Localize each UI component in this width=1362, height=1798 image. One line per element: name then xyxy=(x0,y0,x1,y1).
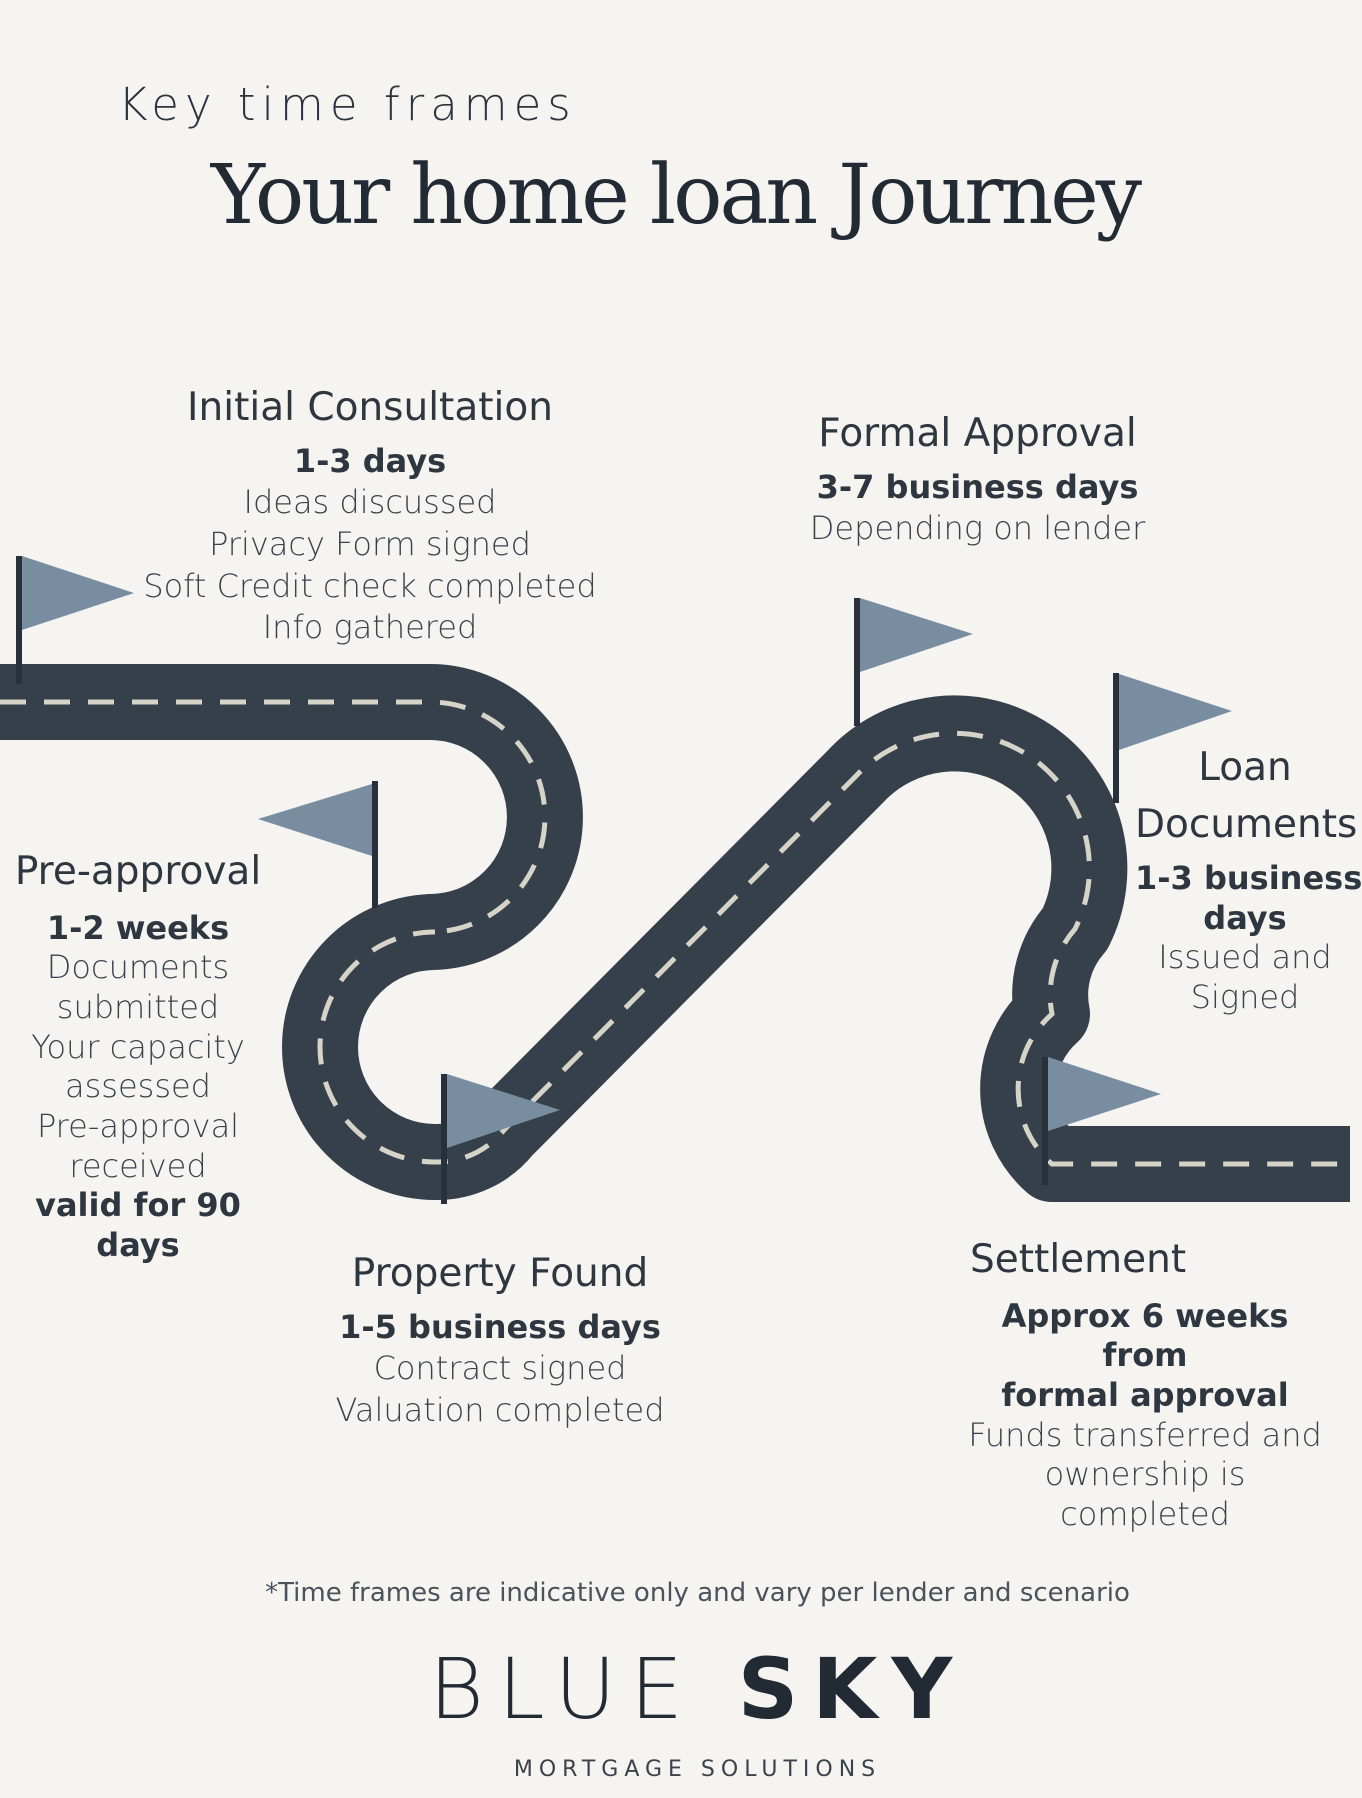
stage-timeframe: Approx 6 weeks from xyxy=(1001,1296,1289,1375)
stage-detail: Documents xyxy=(46,948,230,987)
stage-detail: Contract signed xyxy=(373,1349,627,1388)
stage-detail: received xyxy=(69,1146,207,1185)
stage-detail: Funds transferred and xyxy=(968,1415,1322,1454)
stage-timeframe: 1-5 business days xyxy=(339,1307,661,1346)
kicker-text: Key time frames xyxy=(118,78,577,131)
flag-pennant xyxy=(447,1074,560,1148)
stage-timeframe: 1-3 business xyxy=(1135,859,1362,898)
stage-timeframe: formal approval xyxy=(1001,1376,1289,1415)
flag-pennant xyxy=(1119,674,1232,750)
page-title: Your home loan Journey xyxy=(210,148,1142,243)
stage-timeframe: 1-3 days xyxy=(293,441,447,480)
flag-pole xyxy=(1042,1057,1048,1185)
flag-initial-consultation xyxy=(16,556,134,684)
stage-detail: ownership is xyxy=(1044,1455,1246,1494)
brand-name-part1: BLUE xyxy=(428,1640,698,1738)
flag-pre-approval xyxy=(258,781,378,908)
flag-pennant xyxy=(1048,1057,1161,1131)
stage-detail: Depending on lender xyxy=(809,509,1146,548)
stage-title-line: Loan xyxy=(1198,745,1292,790)
flag-pole xyxy=(854,598,860,726)
flag-pennant xyxy=(860,598,973,672)
stage-title: Pre-approval xyxy=(14,849,262,894)
stage-settlement: Settlement Approx 6 weeks from formal ap… xyxy=(960,1236,1330,1535)
stage-detail: Signed xyxy=(1190,978,1300,1017)
flag-pole xyxy=(16,556,22,684)
stage-title-line: Documents xyxy=(1135,801,1358,847)
flag-pole xyxy=(1113,673,1119,803)
brand-tagline: MORTGAGE SOLUTIONS xyxy=(513,1757,882,1782)
stage-detail: assessed xyxy=(65,1067,211,1106)
stage-detail: submitted xyxy=(56,988,220,1027)
flag-pennant xyxy=(258,784,372,856)
stage-detail: Info gathered xyxy=(262,608,478,647)
stage-property-found: Property Found 1-5 business days Contrac… xyxy=(300,1250,700,1432)
footnote: *Time frames are indicative only and var… xyxy=(265,1578,1130,1608)
stage-detail: Valuation completed xyxy=(335,1390,665,1429)
brand-name-part2: SKY xyxy=(737,1640,967,1738)
stage-timeframe: 3-7 business days xyxy=(816,467,1139,506)
flag-settlement xyxy=(1042,1057,1161,1185)
stage-detail: Ideas discussed xyxy=(243,483,497,522)
stage-title: Formal Approval xyxy=(818,411,1137,456)
stage-timeframe: 1-2 weeks xyxy=(46,908,230,947)
stage-title: Settlement xyxy=(970,1237,1187,1282)
stage-formal-approval: Formal Approval 3-7 business days Depend… xyxy=(780,410,1175,550)
brand-logo: BLUE SKY xyxy=(0,1640,1350,1738)
stage-pre-approval: Pre-approval 1-2 weeks Documents submitt… xyxy=(0,848,276,1266)
stage-detail: Soft Credit check completed xyxy=(143,566,597,605)
flag-pole xyxy=(372,781,378,908)
stage-detail: Your capacity xyxy=(31,1027,245,1066)
flag-property-found xyxy=(441,1074,560,1204)
flag-pole xyxy=(441,1074,447,1204)
stage-detail: completed xyxy=(1060,1495,1230,1534)
stage-title: Loan Documents xyxy=(1135,740,1358,853)
stage-detail: Privacy Form signed xyxy=(209,524,531,563)
stage-detail: Issued and xyxy=(1158,938,1332,977)
stage-note: valid for 90 days xyxy=(35,1186,241,1265)
stage-initial-consultation: Initial Consultation 1-3 days Ideas disc… xyxy=(100,384,640,649)
stage-title: Property Found xyxy=(351,1251,649,1296)
flag-formal-approval xyxy=(854,598,973,726)
stage-title: Initial Consultation xyxy=(187,385,553,430)
stage-detail: Pre-approval xyxy=(36,1107,240,1146)
stage-timeframe: days xyxy=(1203,898,1287,937)
flag-pennant xyxy=(22,556,134,630)
flag-loan-documents xyxy=(1113,673,1232,803)
stage-loan-documents: Loan Documents 1-3 business days Issued … xyxy=(1135,740,1362,1018)
